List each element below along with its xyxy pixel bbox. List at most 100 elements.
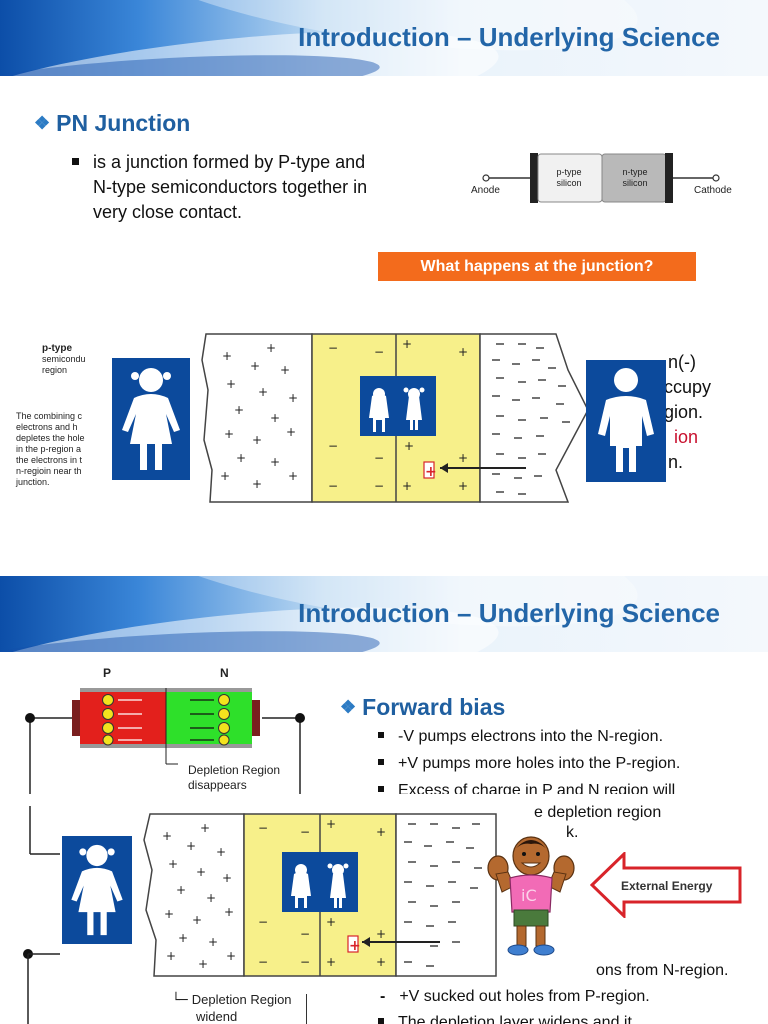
bullet-3-end: k. (566, 824, 579, 841)
svg-text:+: + (280, 363, 290, 377)
svg-text:+: + (178, 931, 188, 945)
svg-text:+: + (236, 451, 246, 465)
svg-text:+: + (376, 825, 386, 839)
svg-text:−: − (328, 341, 338, 355)
svg-text:+: + (326, 915, 336, 929)
svg-text:+: + (402, 337, 412, 351)
svg-text:+: + (208, 935, 218, 949)
slide-gap (0, 556, 768, 576)
svg-text:+: + (252, 433, 262, 447)
svg-text:+: + (404, 439, 414, 453)
svg-text:+: + (196, 865, 206, 879)
p-type-note: p-type semicondu region (42, 343, 86, 375)
external-energy-label: External Energy (621, 879, 713, 893)
right-text-fragments: n(-) ccupy gion. ion n. (664, 352, 712, 472)
diode-diagram (482, 153, 720, 203)
svg-text:+: + (425, 464, 437, 480)
svg-text:+: + (270, 411, 280, 425)
strong-kid-illustration: iC (487, 836, 575, 956)
svg-text:+: + (200, 821, 210, 835)
svg-text:+: + (198, 957, 208, 971)
svg-text:+: + (234, 403, 244, 417)
svg-text:+: + (226, 377, 236, 391)
svg-text:+: + (326, 955, 336, 969)
bullet-3-cont: e depletion region (534, 804, 662, 821)
diamond-bullet-icon: ❖ (340, 697, 357, 717)
svg-text:−: − (300, 825, 310, 839)
svg-text:+: + (286, 425, 296, 439)
svg-text:−: − (374, 345, 384, 359)
diamond-bullet-icon: ❖ (34, 113, 51, 133)
title-banner: Introduction – Underlying Science (0, 0, 768, 76)
svg-text:+: + (458, 479, 468, 493)
square-bullet-icon (72, 158, 79, 165)
definition-bullet: is a junction formed by P-type and N-typ… (72, 150, 367, 225)
forward-bias-heading: ❖Forward bias (340, 694, 506, 720)
circuit-wire (23, 806, 60, 1024)
svg-text:−: − (258, 821, 268, 835)
n-label: N (220, 666, 229, 680)
p-label: P (103, 666, 112, 680)
svg-text:+: + (252, 477, 262, 491)
svg-text:+: + (349, 938, 361, 954)
lower-line-1: ons from N-region. (596, 962, 729, 979)
svg-text:+: + (164, 907, 174, 921)
bullet-3: Excess of charge in P and N region will (378, 782, 675, 794)
svg-text:+: + (166, 949, 176, 963)
svg-text:−: − (258, 955, 268, 969)
lower-line-3: The depletion layer widens and it (378, 1014, 632, 1024)
svg-text:+: + (176, 883, 186, 897)
slide-title: Introduction – Underlying Science (298, 598, 720, 628)
girl-sign-icon (112, 358, 190, 480)
junction-diagram-2: +++ +++ +++ +++ +++ ++ +++ +++ −−− −−− + (143, 813, 497, 977)
svg-text:−: − (374, 479, 384, 493)
what-happens-button[interactable]: What happens at the junction? (378, 252, 696, 281)
svg-text:−: − (328, 479, 338, 493)
cathode-label: Cathode (694, 185, 732, 196)
girl-sign-icon (62, 836, 132, 944)
divider-line (306, 994, 307, 1024)
svg-text:+: + (288, 469, 298, 483)
svg-text:−: − (328, 439, 338, 453)
svg-text:+: + (186, 839, 196, 853)
external-energy-arrow (590, 852, 742, 918)
slide-1: Introduction – Underlying Science ❖PN Ju… (0, 0, 768, 503)
svg-text:−: − (300, 955, 310, 969)
svg-text:+: + (376, 927, 386, 941)
svg-text:+: + (250, 359, 260, 373)
combining-note: The combining c electrons and h depletes… (16, 411, 85, 487)
svg-text:+: + (266, 341, 276, 355)
svg-text:+: + (192, 913, 202, 927)
svg-text:+: + (458, 345, 468, 359)
svg-text:+: + (206, 891, 216, 905)
svg-text:+: + (458, 451, 468, 465)
svg-text:−: − (300, 927, 310, 941)
svg-text:+: + (224, 427, 234, 441)
svg-text:+: + (222, 349, 232, 363)
svg-text:−: − (258, 915, 268, 929)
boy-sign-icon (586, 360, 666, 482)
junction-diagram: +++ +++ +++ +++ +++ ++ +++ +++ −−− −−− + (201, 333, 589, 503)
svg-text:+: + (216, 845, 226, 859)
svg-text:+: + (220, 469, 230, 483)
svg-text:+: + (226, 949, 236, 963)
section-heading: ❖PN Junction (34, 110, 191, 136)
depletion-widens-label: └─ Depletion Region widend (172, 992, 292, 1024)
svg-text:+: + (162, 829, 172, 843)
svg-text:+: + (288, 391, 298, 405)
svg-text:+: + (402, 479, 412, 493)
svg-text:−: − (374, 451, 384, 465)
svg-text:+: + (270, 455, 280, 469)
slide-2: Introduction – Underlying Science (0, 576, 768, 1024)
svg-text:+: + (258, 385, 268, 399)
title-banner: Introduction – Underlying Science (0, 576, 768, 652)
bullet-2: +V pumps more holes into the P-region. (378, 755, 680, 773)
svg-text:+: + (326, 817, 336, 831)
svg-text:iC: iC (521, 886, 537, 905)
svg-text:+: + (168, 857, 178, 871)
anode-label: Anode (471, 185, 500, 196)
lower-line-2: -+V sucked out holes from P-region. (380, 988, 650, 1005)
